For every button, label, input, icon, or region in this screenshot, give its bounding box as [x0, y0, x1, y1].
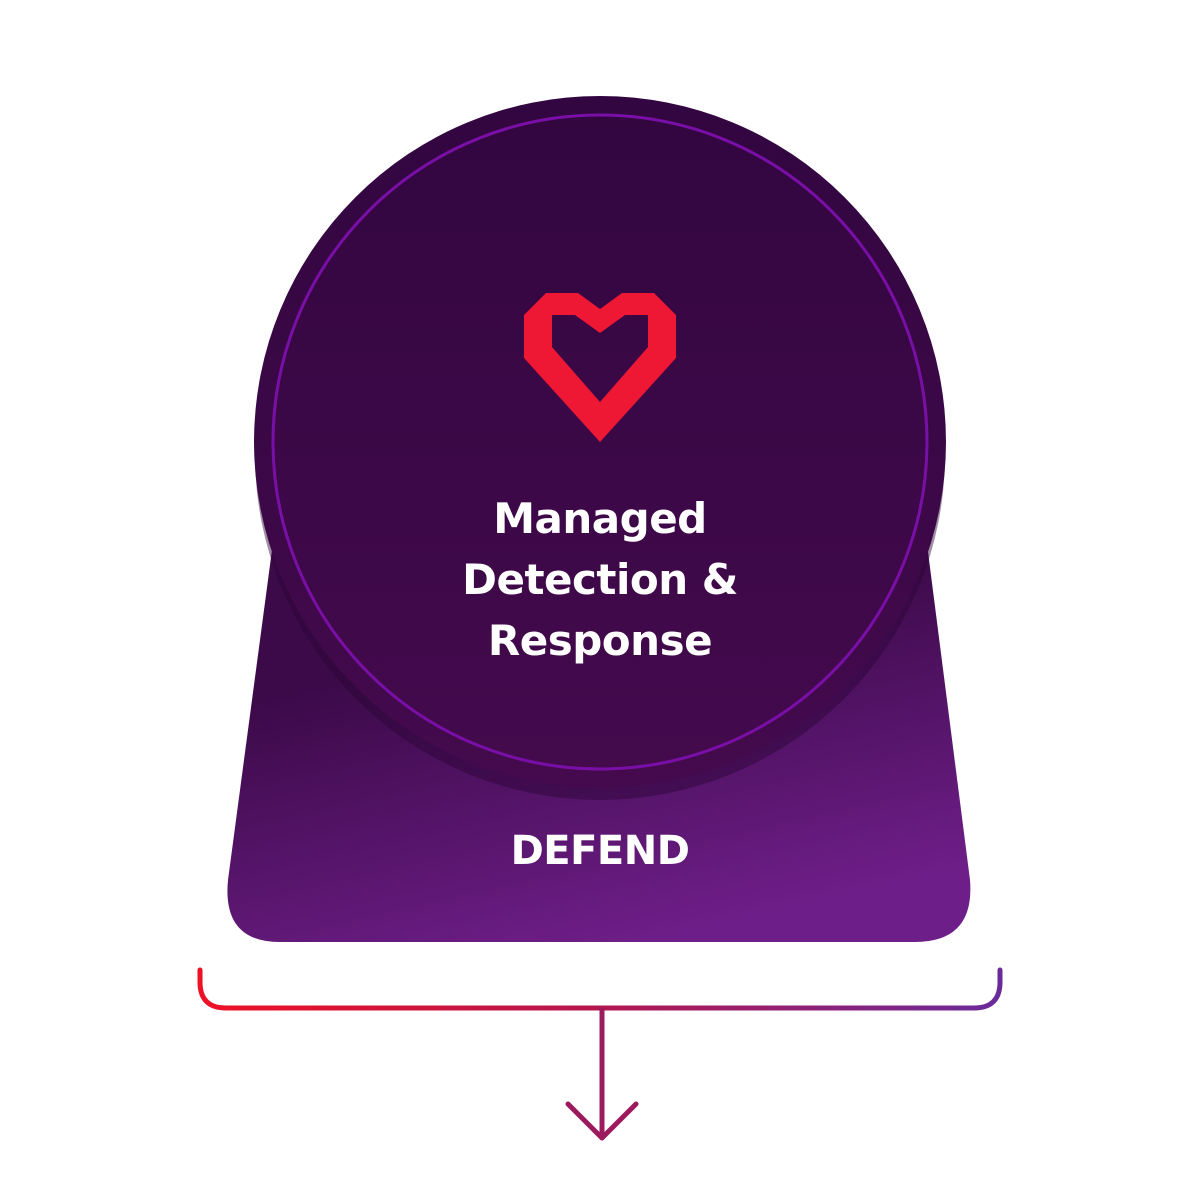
down-arrow-icon [565, 1007, 639, 1141]
service-circle-ring [271, 113, 929, 771]
service-title: Managed Detection & Response [350, 488, 850, 671]
heart-icon [524, 293, 676, 442]
service-title-line-2: Detection & [462, 555, 738, 604]
category-label: DEFEND [510, 828, 690, 874]
service-title-line-3: Response [487, 616, 713, 665]
service-title-line-1: Managed [493, 494, 707, 543]
bracket-connector [197, 967, 1003, 1011]
